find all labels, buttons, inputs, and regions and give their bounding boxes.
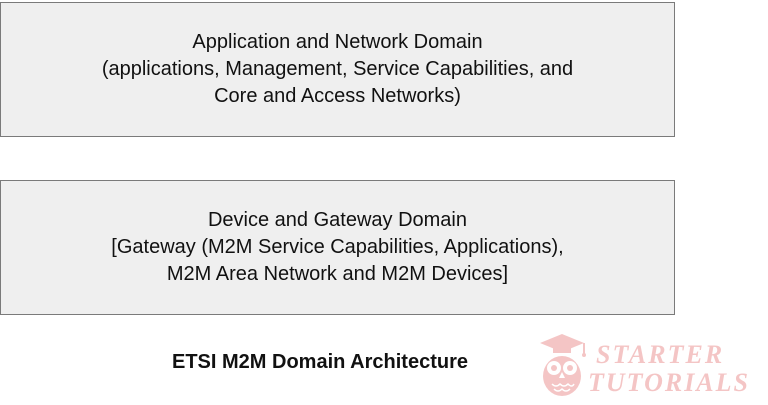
box-description-line: (applications, Management, Service Capab… bbox=[101, 58, 574, 80]
device-gateway-domain-box: Device and Gateway Domain [Gateway (M2M … bbox=[0, 180, 675, 315]
box-title: Application and Network Domain bbox=[192, 31, 483, 53]
box-description-line: [Gateway (M2M Service Capabilities, Appl… bbox=[111, 236, 564, 258]
watermark-text-starter: STARTER bbox=[596, 340, 725, 369]
box-title: Device and Gateway Domain bbox=[207, 209, 467, 231]
watermark-text-tutorials: TUTORIALS bbox=[588, 368, 750, 397]
box-description-line: M2M Area Network and M2M Devices] bbox=[166, 263, 509, 285]
watermark-logo: STARTER TUTORIALS bbox=[532, 332, 768, 404]
box-description-line: Core and Access Networks) bbox=[214, 85, 461, 107]
application-network-domain-box: Application and Network Domain (applicat… bbox=[0, 2, 675, 137]
owl-icon bbox=[540, 334, 586, 396]
diagram-caption: ETSI M2M Domain Architecture bbox=[172, 351, 468, 373]
